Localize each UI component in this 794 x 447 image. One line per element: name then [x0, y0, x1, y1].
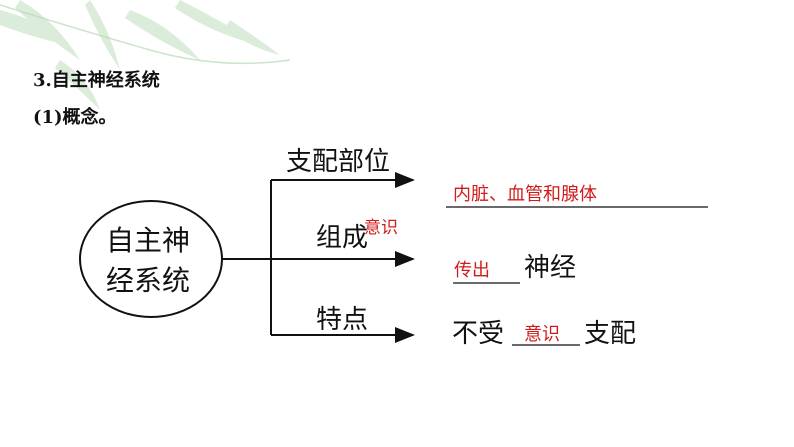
section-heading: 3.自主神经系统	[33, 70, 160, 91]
composition-suffix: 神经	[524, 253, 577, 283]
branch-label-composition: 组成	[316, 223, 369, 253]
diagram-lines	[79, 172, 708, 346]
leaf-decoration-image	[0, 0, 291, 110]
overlay-answer-text: 意识	[364, 218, 398, 238]
center-label-line1: 自主神	[106, 224, 191, 257]
answer-composition: 传出	[454, 260, 490, 281]
feature-prefix: 不受	[452, 319, 505, 349]
center-label-line2: 经系统	[106, 264, 191, 297]
branch-label-feature: 特点	[316, 305, 369, 335]
subsection-heading: (1)概念。	[33, 107, 117, 128]
answer-feature: 意识	[524, 324, 560, 345]
concept-diagram: 自主神 经系统 支配部位 组成 意识 特点 内脏、血管和腺体 传出 神经 不受 …	[68, 133, 726, 361]
answer-location: 内脏、血管和腺体	[453, 184, 597, 205]
feature-suffix: 支配	[584, 319, 637, 349]
branch-label-location: 支配部位	[286, 147, 391, 177]
